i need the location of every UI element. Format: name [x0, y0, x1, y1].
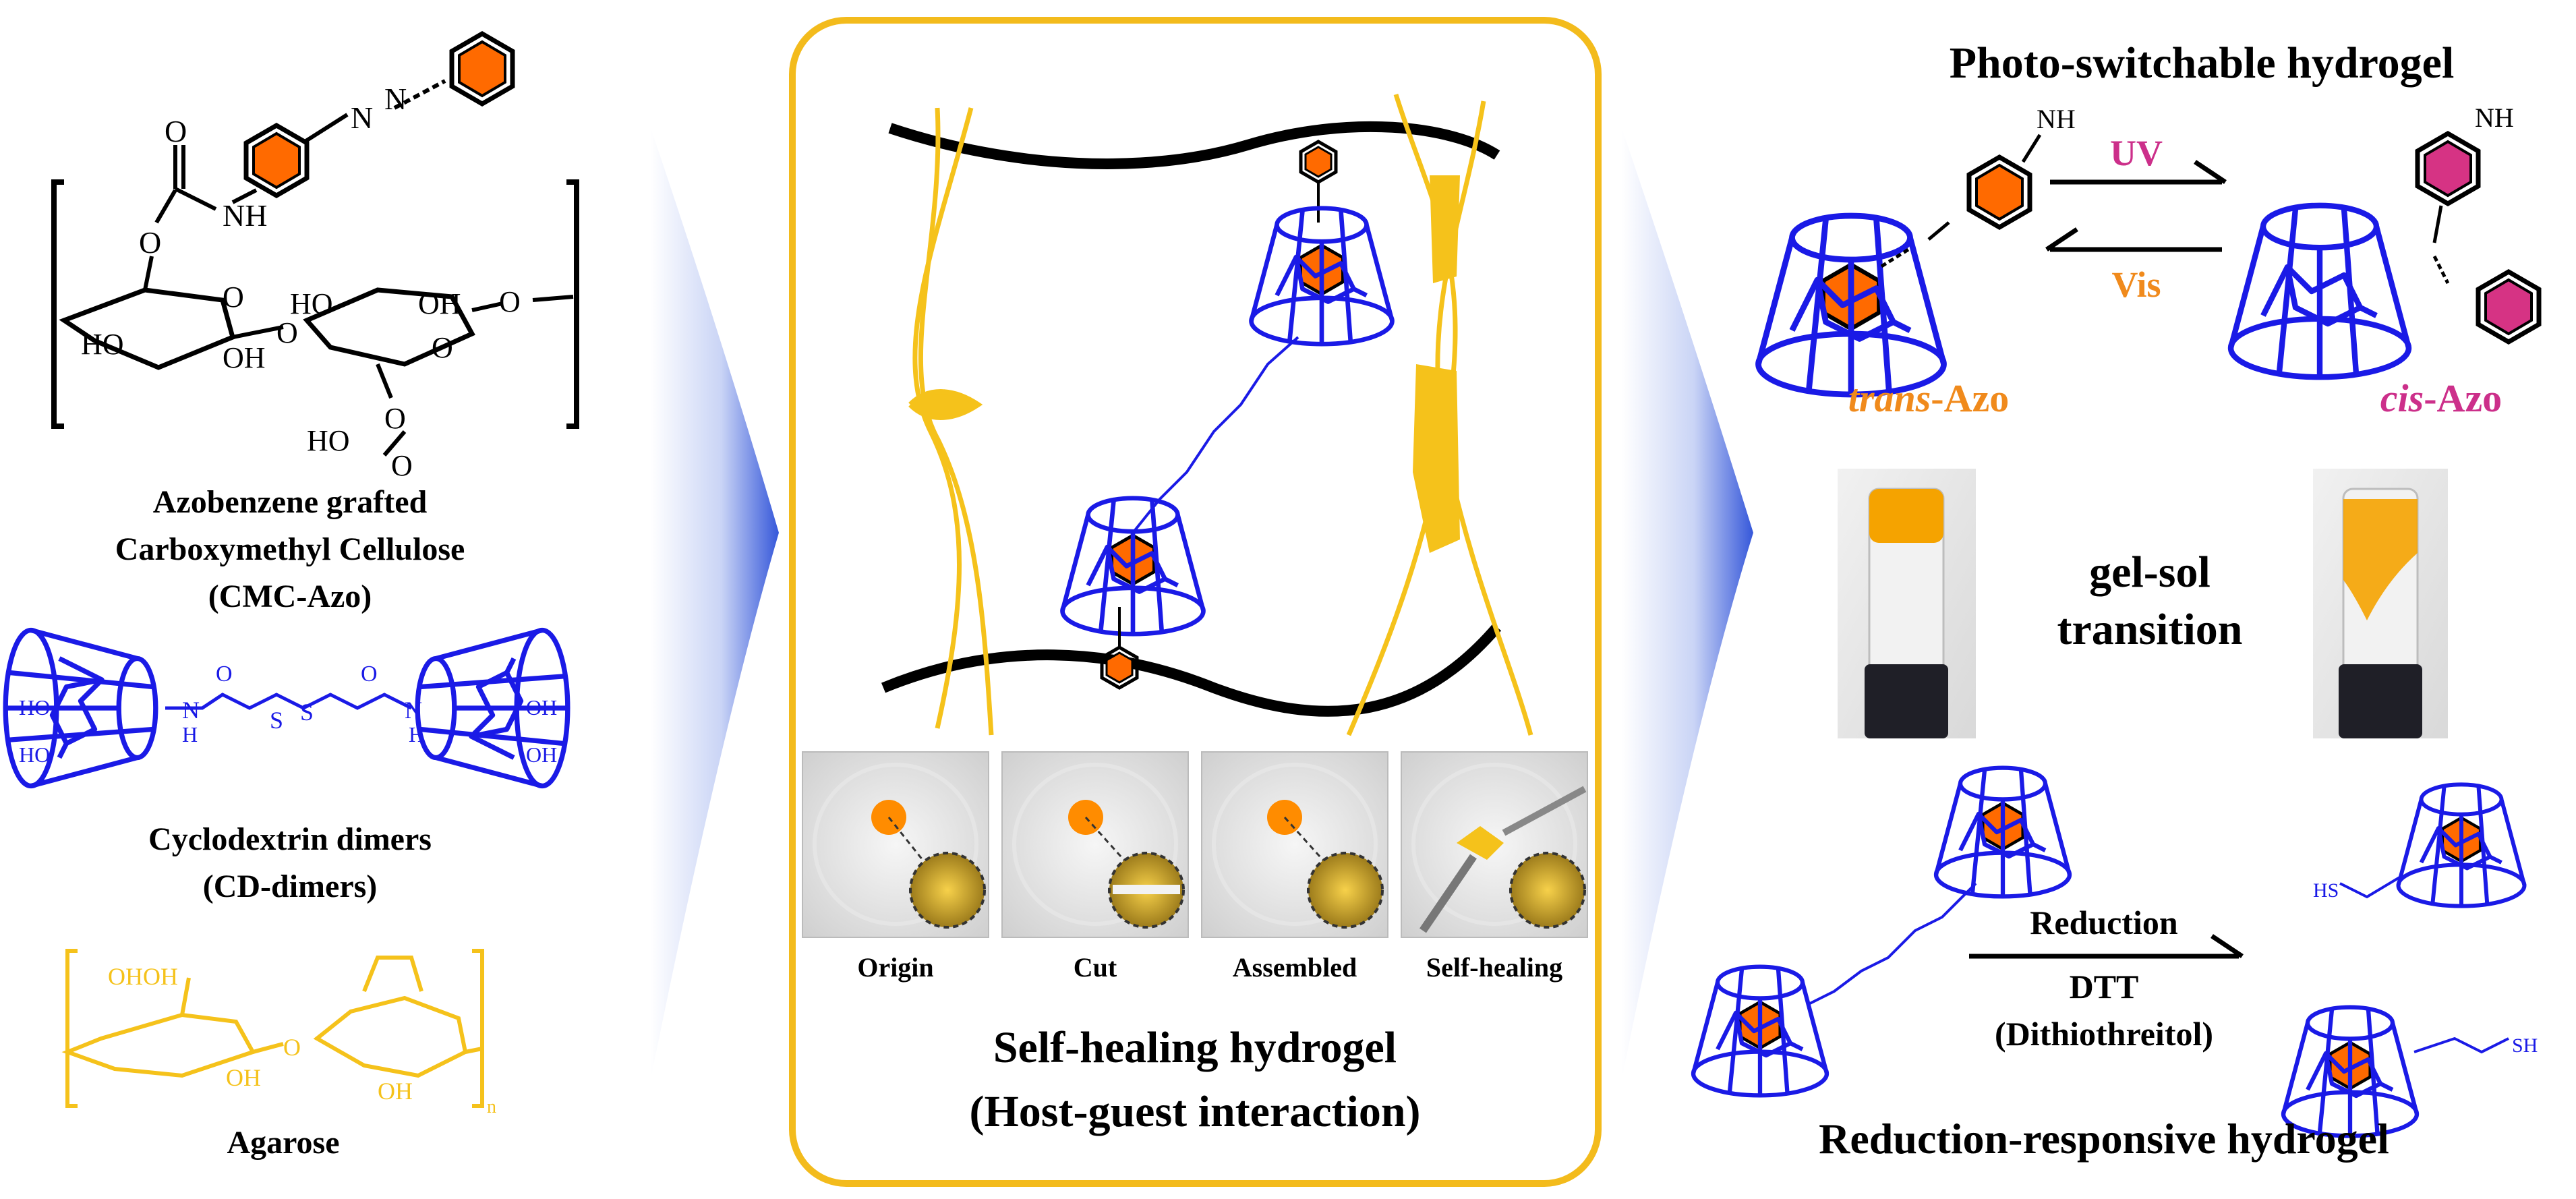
chem-label: HO	[19, 695, 50, 720]
cis-azo-structure: NH	[2231, 103, 2539, 377]
chem-label: HO	[290, 287, 333, 320]
chem-label: OH	[378, 1078, 413, 1105]
photo-cut	[1001, 751, 1189, 938]
chem-label: OHOH	[108, 963, 178, 990]
chem-label: N	[384, 82, 407, 116]
chem-label: O	[216, 662, 233, 686]
azobenzene-ring-icon	[1969, 157, 2030, 227]
chem-label: O	[223, 281, 244, 314]
cd-dimer-with-azo	[1693, 768, 2070, 1096]
chem-label: NH	[223, 198, 267, 233]
chem-label: OH	[223, 341, 266, 374]
chem-label: O	[283, 1034, 301, 1061]
cyclodextrin-cone-icon	[1759, 216, 1944, 394]
step-label-assembled: Assembled	[1233, 952, 1357, 983]
cd-label-line2: (CD-dimers)	[203, 869, 378, 904]
chem-label: HO	[307, 424, 350, 457]
cis-azo-label: cis-Azo	[2380, 376, 2502, 420]
chem-label: OH	[526, 695, 557, 720]
chem-label: HS	[2313, 879, 2339, 902]
cmc-label-line2: Carboxymethyl Cellulose	[115, 531, 465, 567]
reaction-arrow-icon	[1969, 934, 2244, 959]
reaction-arrow-icon	[2045, 160, 2227, 252]
cd-dimer-structure: N H O S S O N H HO HO OH OH	[5, 631, 568, 786]
svg-text:cis-Azo: cis-Azo	[2380, 376, 2502, 420]
chem-label: HO	[19, 742, 50, 767]
healing-photos	[802, 751, 1588, 938]
dtt-label: DTT	[2070, 968, 2139, 1005]
reduced-cd-products: HS SH	[2283, 784, 2538, 1136]
chem-label: SH	[2512, 1034, 2538, 1057]
step-label-cut: Cut	[1074, 952, 1117, 983]
chem-label: N	[182, 697, 200, 724]
vial-photo-sol	[2313, 469, 2448, 738]
cmc-label-line1: Azobenzene grafted	[153, 484, 428, 520]
chem-label: H	[409, 722, 424, 747]
chem-label: OH	[226, 1064, 261, 1091]
chem-label: O	[391, 449, 413, 482]
svg-text:trans-Azo: trans-Azo	[1848, 376, 2009, 420]
step-label-origin: Origin	[857, 952, 933, 983]
chem-label: OH	[418, 287, 461, 320]
gel-sol-label: gel-sol	[2089, 548, 2211, 597]
azobenzene-ring-icon	[452, 34, 513, 104]
chem-label: O	[384, 402, 406, 435]
vis-label: Vis	[2111, 264, 2161, 305]
chem-label: S	[300, 699, 314, 726]
chem-label: O	[139, 225, 161, 260]
agarose-label: Agarose	[227, 1125, 339, 1161]
chem-label: n	[487, 1096, 496, 1117]
chem-label: S	[270, 707, 283, 734]
host-guest-subtitle: (Host-guest interaction)	[969, 1087, 1420, 1136]
dithiothreitol-label: (Dithiothreitol)	[1995, 1015, 2213, 1053]
hydrogel-network-diagram	[881, 93, 1533, 736]
trans-suffix: -Azo	[1931, 376, 2009, 420]
step-label-self-healing: Self-healing	[1426, 952, 1562, 983]
azobenzene-ring-icon	[2478, 272, 2539, 342]
photo-origin	[802, 751, 989, 938]
photo-switchable-title: Photo-switchable hydrogel	[1950, 38, 2455, 88]
chem-label: O	[276, 316, 298, 349]
chem-label: O	[361, 662, 378, 686]
chem-label: NH	[2037, 104, 2076, 134]
trans-prefix: trans	[1848, 376, 1931, 420]
azobenzene-ring-icon	[2418, 134, 2478, 204]
cis-prefix: cis	[2380, 376, 2424, 420]
cmc-azo-structure: N N NH O O O HO OH O HO OH O O O HO O	[51, 34, 579, 482]
chem-label: NH	[2475, 103, 2514, 133]
vial-photo-gel	[1838, 469, 1976, 738]
cyclodextrin-cone-icon	[1693, 967, 1827, 1096]
chem-label: OH	[526, 742, 557, 767]
trans-azo-label: trans-Azo	[1848, 376, 2009, 420]
chem-label: N	[405, 697, 422, 724]
cyclodextrin-cone-icon	[1936, 768, 2070, 897]
uv-label: UV	[2110, 133, 2163, 173]
cmc-label-line3: (CMC-Azo)	[208, 579, 372, 614]
photo-assembled	[1201, 751, 1388, 938]
reduction-responsive-title: Reduction-responsive hydrogel	[1819, 1115, 2389, 1163]
agarose-structure	[61, 949, 484, 1108]
cyclodextrin-cone-icon	[2399, 784, 2525, 906]
cis-suffix: -Azo	[2424, 376, 2502, 420]
chem-label: N	[351, 100, 373, 135]
chem-label: O	[432, 331, 453, 364]
reduction-label: Reduction	[2030, 904, 2178, 941]
photo-self-healing	[1401, 751, 1588, 938]
chem-label: H	[182, 722, 198, 747]
trans-azo-structure: NH	[1759, 104, 2076, 394]
chem-label: O	[499, 285, 521, 318]
chem-label: O	[165, 114, 187, 148]
flow-chevron-icon	[1622, 128, 1753, 1079]
cyclodextrin-cone-icon	[2231, 206, 2409, 377]
cd-label-line1: Cyclodextrin dimers	[148, 821, 432, 857]
azobenzene-ring-icon	[246, 125, 307, 196]
chem-label: HO	[81, 328, 124, 361]
self-healing-title: Self-healing hydrogel	[993, 1023, 1397, 1072]
flow-chevron-icon	[651, 128, 779, 1079]
transition-label: transition	[2057, 605, 2242, 654]
